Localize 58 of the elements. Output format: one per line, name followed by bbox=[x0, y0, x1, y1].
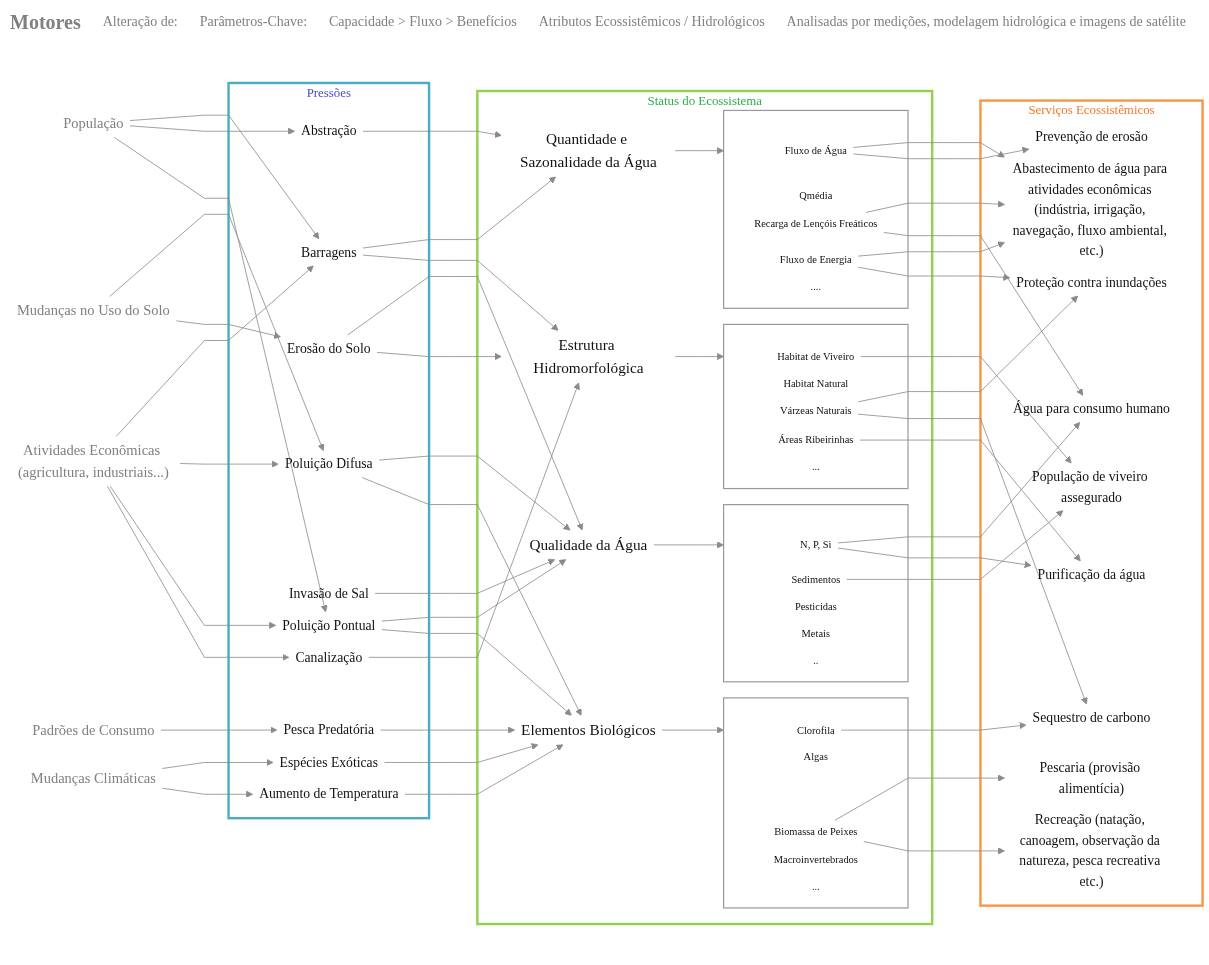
node-text: Erosão do Solo bbox=[287, 340, 371, 356]
node-text: Pesca Predatória bbox=[283, 722, 375, 738]
node-text: Recarga de Lençóis Freáticos bbox=[754, 217, 878, 230]
node-text: Quantidade e Sazonalidade da Água bbox=[520, 130, 657, 170]
node-text: Habitat Natural bbox=[783, 377, 849, 390]
node-text: Mudanças Climáticas bbox=[30, 769, 156, 787]
cluster bbox=[723, 504, 909, 683]
node-text: Padrões de Consumo bbox=[32, 721, 155, 738]
node-text: Barragens bbox=[301, 244, 357, 260]
node-text: Macroinvertebrados bbox=[773, 853, 858, 866]
node-text: Atividades Econômicas (agricultura, industriais...) bbox=[17, 441, 169, 480]
cluster bbox=[723, 323, 909, 490]
node-text: .... bbox=[810, 280, 822, 293]
node-text: Abstração bbox=[301, 123, 357, 139]
node-text: ... bbox=[811, 460, 820, 473]
node-text: ... bbox=[811, 880, 820, 893]
node-text: .. bbox=[813, 654, 819, 667]
column-heading: Motores bbox=[10, 10, 81, 34]
node-text: Aumento de Temperatura bbox=[259, 786, 399, 802]
node-text: Recreação (natação, canoagem, observação da natureza, pesca recreativa etc.) bbox=[1019, 812, 1161, 890]
note-text: Atributos Ecossistêmicos / Hidrológicos bbox=[538, 14, 765, 30]
note-text: Parâmetros-Chave: bbox=[199, 14, 308, 30]
node-text: Fluxo de Energia bbox=[779, 253, 852, 266]
node-text: Qualidade da Água bbox=[529, 535, 648, 553]
cluster bbox=[723, 697, 909, 909]
node-text: Proteção contra inundações bbox=[1016, 274, 1167, 290]
node-text: Algas bbox=[803, 750, 829, 763]
node-text: Pesticidas bbox=[794, 600, 837, 613]
node-text: Fluxo de Água bbox=[784, 144, 847, 157]
node-text: Mudanças no Uso do Solo bbox=[16, 302, 170, 319]
node-text: Espécies Exóticas bbox=[279, 754, 378, 770]
node-text: Metais bbox=[801, 627, 831, 640]
node-text: Várzeas Naturais bbox=[779, 404, 852, 417]
node-text: Elementos Biológicos bbox=[521, 721, 656, 738]
node-text: Estrutura Hidromorfológica bbox=[533, 336, 644, 376]
node-text: Purificação da água bbox=[1037, 566, 1146, 582]
node-text: População de viveiro assegurado bbox=[1032, 468, 1148, 505]
cluster bbox=[723, 109, 909, 309]
node-text: Invasão de Sal bbox=[288, 585, 369, 601]
node-text: Poluição Pontual bbox=[282, 617, 376, 633]
node-text: Sedimentos bbox=[791, 573, 841, 586]
node-text: Poluição Difusa bbox=[284, 456, 373, 472]
node-text: Prevenção de erosão bbox=[1035, 128, 1148, 145]
node-text: Pescaria (provisão alimentícia) bbox=[1039, 759, 1141, 796]
node-text: Água para consumo humano bbox=[1013, 401, 1170, 417]
node-text: Canalização bbox=[295, 649, 363, 665]
node-text: População bbox=[63, 114, 124, 131]
node-text: Qmédia bbox=[799, 188, 833, 201]
note-text: Capacidade > Fluxo > Benefícios bbox=[329, 14, 517, 30]
node-text: Sequestro de carbono bbox=[1032, 709, 1151, 726]
note-text: Analisadas por medições, modelagem hidrológica e imagens de satélite bbox=[786, 14, 1186, 30]
node-text: Clorofila bbox=[796, 723, 835, 736]
node-text: Áreas Ribeirinhas bbox=[778, 433, 854, 446]
node-text: Habitat de Viveiro bbox=[777, 350, 855, 363]
note-text: Alteração de: bbox=[102, 14, 178, 30]
node-text: N, P, Si bbox=[800, 538, 832, 551]
node-text: Biomassa de Peixes bbox=[774, 825, 858, 838]
node-text: Abastecimento de água para atividades econômicas (indústria, irrigação, navegação, fluxo ambiental, etc.) bbox=[1012, 160, 1168, 258]
